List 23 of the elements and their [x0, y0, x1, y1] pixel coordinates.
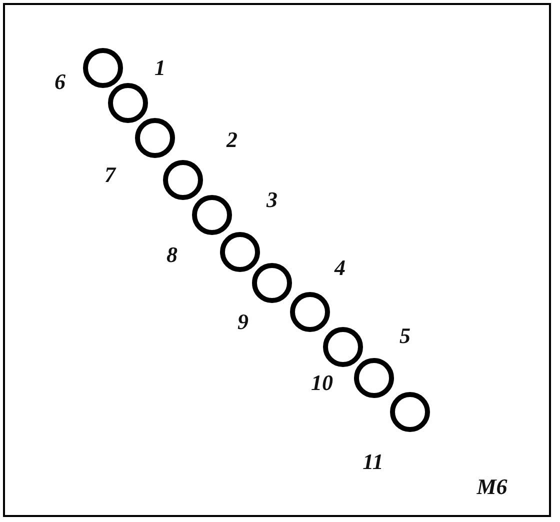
- callout-number: 9: [238, 311, 248, 333]
- callout-number: 8: [166, 244, 178, 266]
- ring-circle: [220, 232, 260, 272]
- ring-circle: [83, 48, 123, 88]
- ring-circle: [163, 160, 203, 200]
- callout-number: 2: [226, 129, 238, 151]
- ring-circle: [108, 83, 148, 123]
- ring-circle: [390, 392, 430, 432]
- callout-number: 6: [54, 71, 66, 93]
- ring-circle: [135, 118, 175, 158]
- ring-circle: [192, 195, 232, 235]
- callout-number: 4: [334, 257, 346, 279]
- callout-number: 11: [362, 451, 384, 473]
- figure-label: M6: [476, 476, 508, 498]
- ring-circle: [323, 327, 363, 367]
- callout-number: 1: [154, 57, 166, 79]
- callout-number: 7: [104, 164, 116, 186]
- ring-circle: [252, 263, 292, 303]
- ring-circle: [354, 358, 394, 398]
- callout-number: 5: [400, 325, 410, 347]
- ring-circle: [290, 292, 330, 332]
- callout-number: 10: [311, 372, 333, 394]
- callout-number: 3: [266, 189, 278, 211]
